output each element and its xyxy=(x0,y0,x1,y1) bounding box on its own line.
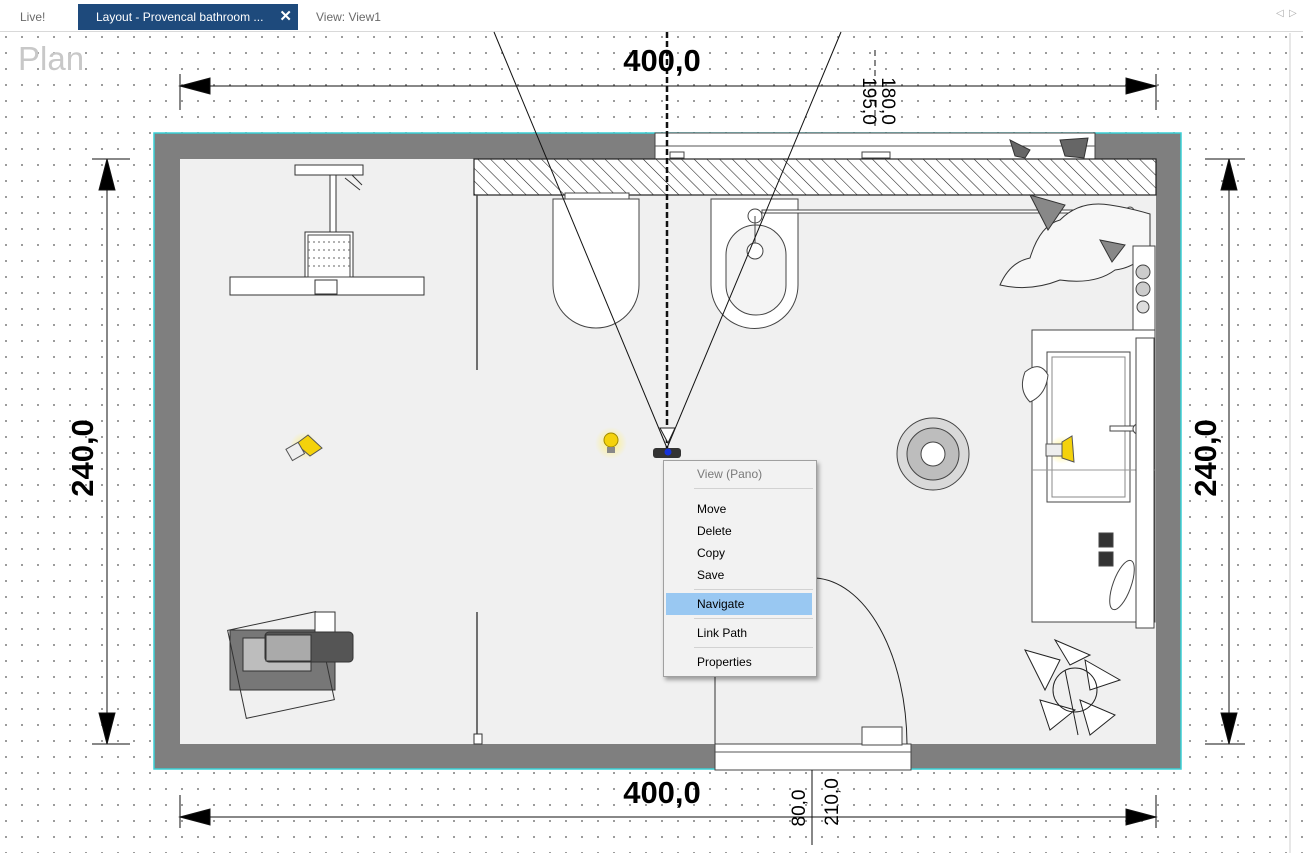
menu-separator-2 xyxy=(694,589,813,590)
tab-scroll-left-icon[interactable]: ◁ xyxy=(1276,8,1284,19)
menu-separator xyxy=(694,488,813,489)
tab-layout-label: Layout - Provencal bathroom ... xyxy=(96,10,264,24)
tab-view[interactable]: View: View1 xyxy=(316,10,381,24)
dim-door-b: 210,0 xyxy=(822,778,843,826)
camera-frustum[interactable] xyxy=(493,31,842,449)
menu-separator-3 xyxy=(694,618,813,619)
dim-right: 240,0 xyxy=(1188,419,1223,497)
spot-light-icon[interactable] xyxy=(285,432,323,462)
bulb-light-icon[interactable] xyxy=(595,427,627,459)
menu-item-move[interactable]: Move xyxy=(697,502,727,516)
dim-window-a: 195,0 xyxy=(858,77,879,125)
menu-header-view-pano: View (Pano) xyxy=(697,467,763,481)
plant-icon[interactable] xyxy=(999,137,1151,289)
dim-top: 400,0 xyxy=(623,43,701,78)
shower-drain-grid xyxy=(307,234,351,278)
menu-item-properties[interactable]: Properties xyxy=(697,655,752,669)
tab-scroll-right-icon[interactable]: ▷ xyxy=(1289,8,1297,19)
dimension-labels: 400,0 400,0 240,0 240,0 xyxy=(65,43,1223,810)
toilet[interactable] xyxy=(552,192,640,329)
dimension-lines xyxy=(92,33,1291,853)
context-menu: View (Pano) Move Delete Copy Save Naviga… xyxy=(663,460,817,677)
plant-icon-2[interactable] xyxy=(1024,638,1122,736)
window-icon[interactable] xyxy=(654,132,1096,160)
menu-item-delete[interactable]: Delete xyxy=(697,524,732,538)
stool[interactable] xyxy=(896,417,970,491)
counter-top[interactable] xyxy=(473,158,1157,196)
view-title: Plan xyxy=(18,40,85,77)
tab-layout[interactable]: Layout - Provencal bathroom ... ✕ xyxy=(78,4,298,30)
menu-item-save[interactable]: Save xyxy=(697,568,725,582)
bath-mat[interactable] xyxy=(227,611,354,719)
dim-bottom: 400,0 xyxy=(623,775,701,810)
camera-icon[interactable] xyxy=(653,427,681,458)
shower-fixture[interactable] xyxy=(229,164,425,296)
vanity-cabinet[interactable] xyxy=(1021,329,1156,629)
menu-item-navigate[interactable]: Navigate xyxy=(666,593,812,615)
dim-door-a: 80,0 xyxy=(789,790,810,827)
shelf-unit[interactable] xyxy=(1132,245,1156,343)
dim-left: 240,0 xyxy=(65,419,100,497)
spot-light-icon-2[interactable] xyxy=(1045,435,1076,464)
dim-window-b: 180,0 xyxy=(877,77,898,125)
bidet[interactable] xyxy=(710,198,799,329)
close-icon[interactable]: ✕ xyxy=(279,8,292,25)
tab-bar: Live! Layout - Provencal bathroom ... ✕ … xyxy=(0,0,1303,32)
menu-item-link-path[interactable]: Link Path xyxy=(697,626,748,640)
menu-separator-4 xyxy=(694,647,813,648)
tab-live[interactable]: Live! xyxy=(20,10,46,24)
small-dimension-labels: 195,0 180,0 80,0 210,0 xyxy=(789,77,898,826)
menu-item-copy[interactable]: Copy xyxy=(697,546,726,560)
